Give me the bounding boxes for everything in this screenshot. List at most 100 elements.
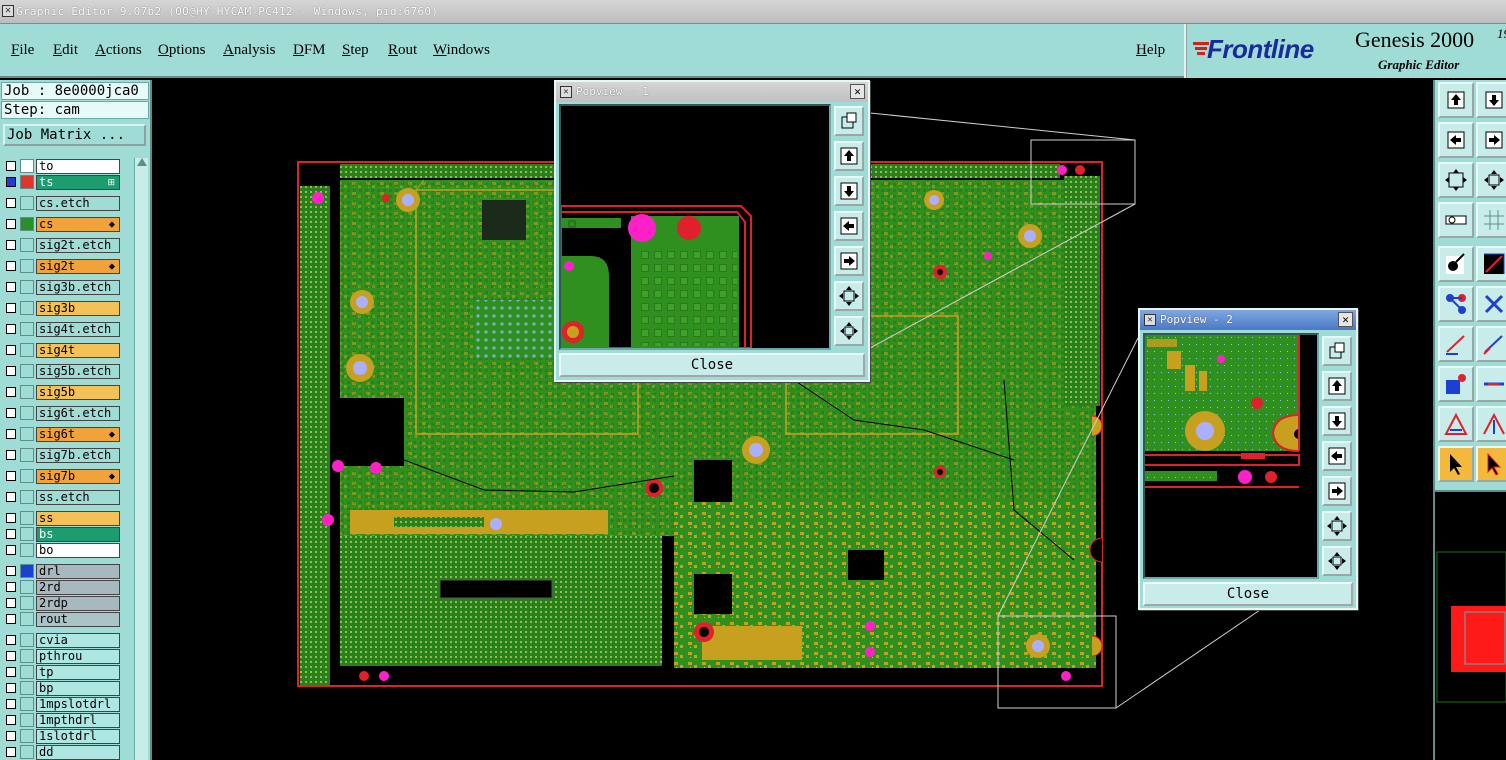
layer-row-bs[interactable]: bs [2,526,122,542]
layer-checkbox[interactable] [6,408,16,418]
zoom-out-button[interactable] [1476,162,1506,198]
layer-name[interactable]: sig7b.etch [36,448,120,463]
menu-dfm[interactable]: DFM [293,42,326,58]
add-pad-button[interactable] [1438,366,1474,402]
layer-row-1mpslotdrl[interactable]: 1mpslotdrl [2,696,122,712]
layer-checkbox[interactable] [6,582,16,592]
layer-name[interactable]: bp [36,681,120,696]
layer-color-swatch[interactable] [20,385,34,399]
layer-row-pthrou[interactable]: pthrou [2,648,122,664]
popview-1-close-button[interactable]: Close [559,353,865,377]
zoom-fit-button[interactable] [1438,162,1474,198]
snap-line-button[interactable] [1476,246,1506,282]
layer-name[interactable]: sig2t⬥ [36,259,120,274]
layer-color-swatch[interactable] [20,649,34,663]
layer-color-swatch[interactable] [20,238,34,252]
layer-color-swatch[interactable] [20,280,34,294]
layer-color-swatch[interactable] [20,713,34,727]
net-button[interactable] [1438,286,1474,322]
menu-windows[interactable]: Windows [433,42,490,58]
layer-name[interactable]: sig5b.etch [36,364,120,379]
layer-name[interactable]: to [36,159,120,174]
layer-checkbox[interactable] [6,366,16,376]
popview-2-view[interactable] [1143,333,1319,579]
layer-row-2rdp[interactable]: 2rdp [2,595,122,611]
window-titlebar[interactable]: ✕ Graphic Editor 9.07b2 (OO@HY-HYCAM-PC4… [0,0,1506,24]
layer-checkbox[interactable] [6,683,16,693]
layer-row-sig2t[interactable]: sig2t⬥ [2,258,122,274]
scroll-up-icon[interactable] [137,158,147,166]
layer-checkbox[interactable] [6,529,16,539]
layer-row-bo[interactable]: bo [2,542,122,558]
layer-color-swatch[interactable] [20,543,34,557]
select-pointer-button[interactable] [1438,446,1474,482]
layer-checkbox[interactable] [6,303,16,313]
overview-minimap[interactable] [1435,490,1506,760]
layer-color-swatch[interactable] [20,448,34,462]
layer-row-sig3b-etch[interactable]: sig3b.etch [2,279,122,295]
layer-name[interactable]: sig6t.etch [36,406,120,421]
popview-1-pan-down-button[interactable] [834,176,864,206]
popview-1-close-icon[interactable]: ✕ [850,84,865,99]
layer-color-swatch[interactable] [20,490,34,504]
snap-pad-button[interactable] [1438,246,1474,282]
layer-row-cvia[interactable]: cvia [2,632,122,648]
layer-row-sig6t[interactable]: sig6t⬥ [2,426,122,442]
popview-2-window[interactable]: ✕ Popview - 2 ✕ [1138,308,1358,610]
layer-row-sig2t-etch[interactable]: sig2t.etch [2,237,122,253]
layer-name[interactable]: bo [36,543,120,558]
draw-line-button[interactable] [1438,326,1474,362]
layer-name[interactable]: drl [36,564,120,579]
popview-1-pan-up-button[interactable] [834,141,864,171]
pan-up-button[interactable] [1438,82,1474,118]
layer-row-to[interactable]: to [2,158,122,174]
layer-color-swatch[interactable] [20,745,34,759]
layer-checkbox[interactable] [6,450,16,460]
layer-row-sig5b[interactable]: sig5b [2,384,122,400]
layer-row-sig3b[interactable]: sig3b [2,300,122,316]
popview-1-titlebar[interactable]: ✕ Popview - 1 ✕ [556,82,868,102]
popview-1-view[interactable] [559,104,831,350]
layer-name[interactable]: tp [36,665,120,680]
layer-row-tp[interactable]: tp [2,664,122,680]
layer-color-swatch[interactable] [20,511,34,525]
layer-name[interactable]: sig4t.etch [36,322,120,337]
polygon-button[interactable] [1438,406,1474,442]
layer-color-swatch[interactable] [20,564,34,578]
layer-color-swatch[interactable] [20,301,34,315]
layer-color-swatch[interactable] [20,175,34,189]
popview-1-window[interactable]: ✕ Popview - 1 ✕ [554,80,870,382]
layer-row-1mpthdrl[interactable]: 1mpthdrl [2,712,122,728]
layer-row-sig4t-etch[interactable]: sig4t.etch [2,321,122,337]
layer-name[interactable]: ss [36,511,120,526]
layer-row-sig7b[interactable]: sig7b⬥ [2,468,122,484]
layer-row-dd[interactable]: dd [2,744,122,760]
popview-2-zoom-out-button[interactable] [1322,546,1352,576]
layer-checkbox[interactable] [6,566,16,576]
layer-name[interactable]: sig7b⬥ [36,469,120,484]
layer-name[interactable]: ts⊞ [36,175,120,190]
job-matrix-button[interactable]: Job Matrix ... [3,124,146,146]
layer-checkbox[interactable] [6,731,16,741]
layer-color-swatch[interactable] [20,596,34,610]
layer-color-swatch[interactable] [20,259,34,273]
popview-2-pan-down-button[interactable] [1322,406,1352,436]
layer-color-swatch[interactable] [20,665,34,679]
layer-checkbox[interactable] [6,429,16,439]
layer-checkbox[interactable] [6,261,16,271]
popview-1-pan-left-button[interactable] [834,211,864,241]
grid-button[interactable] [1476,202,1506,238]
popview-2-close-icon[interactable]: ✕ [1338,312,1353,327]
layer-checkbox[interactable] [6,345,16,355]
menu-actions[interactable]: Actions [95,42,142,58]
layer-name[interactable]: sig6t⬥ [36,427,120,442]
layer-row-ss[interactable]: ss [2,510,122,526]
draw-arc-button[interactable] [1476,326,1506,362]
layer-checkbox[interactable] [6,177,16,187]
menu-rout[interactable]: Rout [388,42,418,58]
layer-checkbox[interactable] [6,282,16,292]
layer-name[interactable]: 1mpslotdrl [36,697,120,712]
layer-color-swatch[interactable] [20,527,34,541]
layer-color-swatch[interactable] [20,343,34,357]
layer-color-swatch[interactable] [20,406,34,420]
